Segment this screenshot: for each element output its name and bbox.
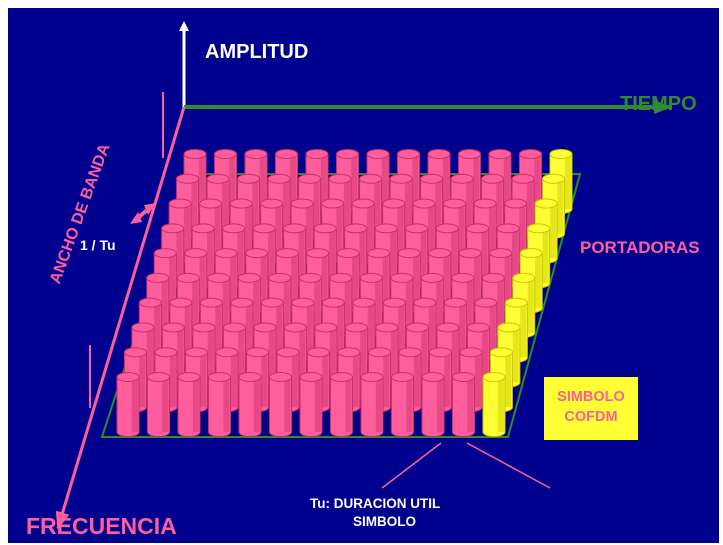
carrier-spacing-label: 1 / Tu [80,237,116,253]
carrier-cylinder [452,372,475,437]
time-axis-label: TIEMPO [620,93,697,115]
carrier-cylinder [330,372,353,437]
useful-duration-label-line2: SIMBOLO [353,514,416,529]
cofdm-symbol-box-line2: COFDM [564,409,618,425]
carrier-cylinder [238,372,262,437]
carrier-cylinder [177,372,201,437]
carrier-cylinder [299,372,323,437]
carrier-cylinder [269,372,292,437]
useful-duration-label-line1: Tu: DURACION UTIL [310,496,441,511]
carrier-cylinder [147,372,170,437]
symbol-carrier-cylinder [482,372,506,437]
carrier-grid [116,149,573,437]
carrier-cylinder [208,372,231,437]
cofdm-symbol-box-line1: SIMBOLO [557,389,625,405]
carrier-cylinder [391,372,414,437]
amplitude-axis-label: AMPLITUD [205,41,309,63]
carrier-spacing-arrow-head-2 [144,203,156,215]
frequency-axis [55,106,186,530]
carrier-spacing-arrow-head-1 [130,212,142,224]
cofdm-symbol-box: SIMBOLO COFDM [544,377,638,440]
carriers-label: PORTADORAS [580,238,700,257]
tu-pointer-left [381,442,442,489]
carrier-cylinder [421,372,445,437]
tu-pointer-right [466,442,551,489]
carrier-cylinder [360,372,384,437]
carrier-cylinder [116,372,140,437]
frequency-axis-label: FRECUENCIA [26,513,177,539]
